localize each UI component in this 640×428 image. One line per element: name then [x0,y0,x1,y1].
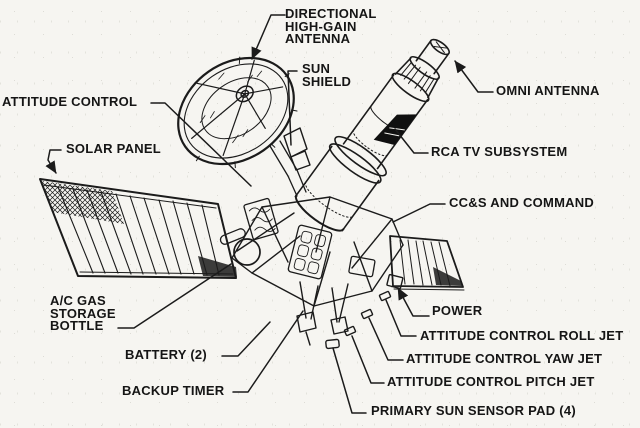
label-line: SUN [302,61,331,76]
leader-backup-timer [232,310,304,393]
leader-ccs-and-command [392,203,446,223]
dish-mount-struts [269,140,307,197]
label-primary-sun-sensor-pad-4: PRIMARY SUN SENSOR PAD (4) [371,403,576,418]
label-line: BOTTLE [50,318,104,333]
label-omni-antenna: OMNI ANTENNA [496,83,600,98]
label-battery-2: BATTERY (2) [125,347,207,362]
leader-battery [221,321,271,357]
leader-directional-high-gain-antenna [251,14,286,60]
leader-primary-sun-sensor-pad [332,347,367,414]
label-attitude-control: ATTITUDE CONTROL [2,94,138,109]
spacecraft-bus-drawing [231,196,404,350]
label-line: HIGH-GAIN [285,18,357,34]
label-line: SHIELD [302,73,352,89]
label-attitude-control-yaw-jet: ATTITUDE CONTROL YAW JET [406,351,603,366]
gas-storage-bottle-drawing [233,238,261,266]
leader-attitude-control-yaw-jet [368,317,404,361]
pitch-jet-drawing [343,325,357,337]
omni-antenna-drawing [415,38,450,75]
leader-rca-tv-subsystem [394,128,429,154]
leader-solar-panel [45,149,62,174]
dish-panel-marks [199,70,263,144]
leader-attitude-control-roll-jet [385,299,417,337]
roll-jet-drawing [378,290,392,302]
label-line: ANTENNA [285,31,351,46]
yaw-jet-drawing [360,308,374,320]
label-line: STORAGE [50,305,116,321]
solar-panel-right-drawing [389,235,465,291]
label-backup-timer: BACKUP TIMER [122,383,225,398]
label-power: POWER [432,303,483,318]
label-sun-shield: SUN SHIELD [302,61,352,89]
solar-panel-left-drawing [39,178,237,279]
leader-attitude-control-pitch-jet [351,335,385,384]
label-solar-panel: SOLAR PANEL [66,141,161,156]
leader-lines [45,14,494,414]
sun-sensor-pad-drawing [325,338,340,350]
tv-tower-drawing [294,38,450,232]
label-rca-tv-subsystem: RCA TV SUBSYSTEM [431,144,568,159]
label-line: A/C GAS [50,293,106,308]
leader-power [397,287,430,317]
leader-omni-antenna [454,60,494,93]
bus-equipment-drawing [219,197,376,280]
label-ac-gas-storage-bottle: A/C GAS STORAGE BOTTLE [50,293,116,333]
high-gain-antenna-drawing [177,56,307,197]
battery-box-drawing [287,224,333,280]
label-ccs-and-command: CC&S AND COMMAND [449,195,595,210]
leader-sun-shield [287,70,298,146]
label-line: DIRECTIONAL [285,6,377,21]
attitude-control-box-drawing [243,197,279,241]
leader-ac-gas-storage-bottle [117,263,232,329]
label-attitude-control-pitch-jet: ATTITUDE CONTROL PITCH JET [387,374,595,389]
label-attitude-control-roll-jet: ATTITUDE CONTROL ROLL JET [420,328,624,343]
dish-spokes [191,59,284,157]
sun-shield-drawing [283,127,311,171]
label-directional-high-gain-antenna: DIRECTIONAL HIGH-GAIN ANTENNA [285,6,377,46]
power-unit-drawing [386,273,404,290]
leader-attitude-control [150,102,252,187]
omni-collar-ribs [400,62,435,93]
